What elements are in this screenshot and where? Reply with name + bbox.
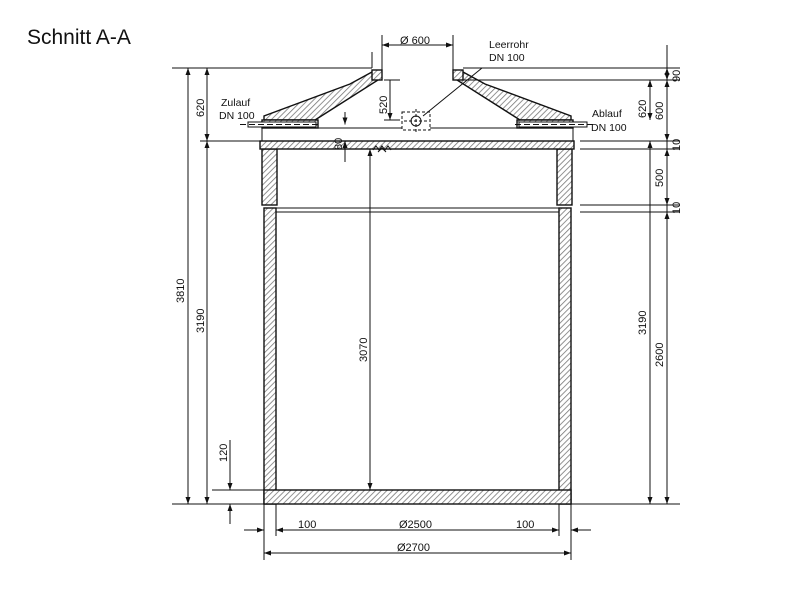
dim-right-body: 3190 xyxy=(637,311,649,335)
dim-left-cone: 620 xyxy=(195,99,207,117)
dim-right-top: 90 xyxy=(671,70,683,82)
dim-wall-left: 100 xyxy=(298,519,316,531)
outlet-dn-label: DN 100 xyxy=(591,122,627,134)
dim-left-floor: 120 xyxy=(218,444,230,462)
dim-cone-height: 520 xyxy=(378,96,390,114)
empty-pipe-dn-label: DN 100 xyxy=(489,52,525,64)
dim-wall-right: 100 xyxy=(516,519,534,531)
dim-right-gap-a: 10 xyxy=(671,139,683,151)
right-dimensions xyxy=(463,45,680,505)
outlet-label: Ablauf xyxy=(592,108,622,120)
outlet-pipe xyxy=(515,121,595,128)
bottom-dimensions xyxy=(244,504,591,560)
tank-body xyxy=(259,140,575,505)
dim-right-lower: 2600 xyxy=(654,343,666,367)
dim-left-body: 3190 xyxy=(195,309,207,333)
dim-right-ring: 500 xyxy=(654,169,666,187)
dim-inner-diameter: Ø2500 xyxy=(399,519,432,531)
water-level-icon xyxy=(372,145,392,153)
dim-right-cone-b: 600 xyxy=(654,102,666,120)
inlet-dn-label: DN 100 xyxy=(219,110,255,122)
dim-inlet-offset: 80 xyxy=(333,138,345,150)
dim-right-cone-a: 620 xyxy=(637,100,649,118)
dim-opening: Ø 600 xyxy=(400,35,430,47)
dim-right-gap-b: 10 xyxy=(671,202,683,214)
inlet-pipe xyxy=(240,121,320,128)
center-dimensions xyxy=(342,35,454,490)
left-dimensions xyxy=(172,52,373,524)
drawing-title: Schnitt A-A xyxy=(27,26,131,49)
dim-outer-diameter: Ø2700 xyxy=(397,542,430,554)
inlet-label: Zulauf xyxy=(221,97,250,109)
dim-left-total: 3810 xyxy=(175,279,187,303)
empty-pipe xyxy=(401,67,535,133)
empty-pipe-label: Leerrohr xyxy=(489,39,529,51)
dim-inner-height: 3070 xyxy=(358,338,370,362)
